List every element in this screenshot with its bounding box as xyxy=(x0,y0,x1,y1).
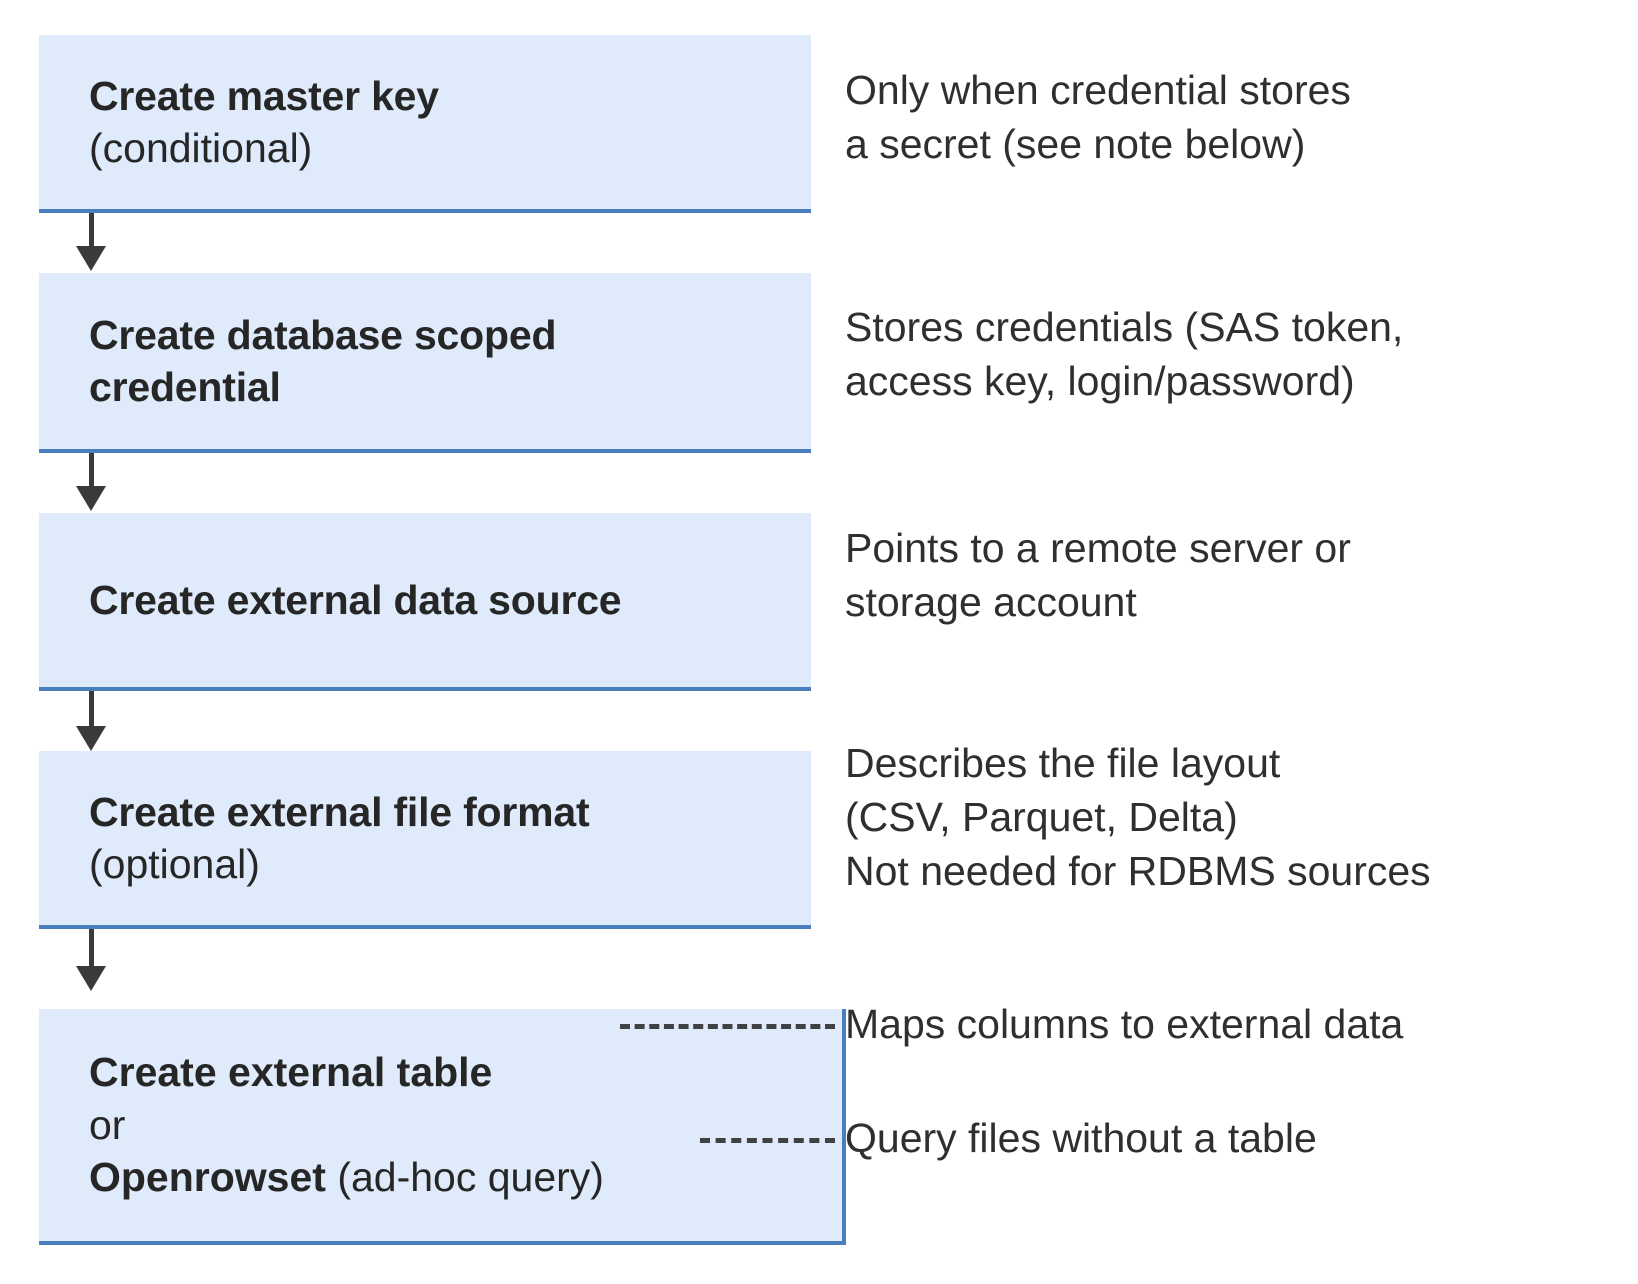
final-step-label-external-table: Create external table xyxy=(89,1049,493,1096)
arrow-head-icon xyxy=(76,486,106,511)
step-title: Create external file format xyxy=(89,788,590,835)
final-step-row-or: or xyxy=(89,1101,126,1148)
arrow-shaft xyxy=(89,929,94,967)
final-step-label-openrowset-note: (ad-hoc query) xyxy=(325,1154,604,1201)
arrow-shaft xyxy=(89,453,94,487)
step-box-create-external-file-format[interactable]: Create external file format (optional) xyxy=(39,751,811,929)
step-box-create-external-data-source[interactable]: Create external data source xyxy=(39,513,811,691)
step-subtitle: (conditional) xyxy=(89,125,313,171)
arrow-down-2 xyxy=(76,453,106,511)
final-step-label-openrowset: Openrowset xyxy=(89,1154,326,1201)
arrow-down-1 xyxy=(76,213,106,271)
final-step-annotation-external-table: Maps columns to external data xyxy=(845,1001,1404,1047)
step-annotation-create-master-key: Only when credential stores a secret (se… xyxy=(845,67,1351,168)
dashed-connector-openrowset xyxy=(700,1138,835,1143)
arrow-shaft xyxy=(89,213,94,247)
dashed-connector-external-table xyxy=(620,1024,835,1029)
arrow-down-4 xyxy=(76,929,106,993)
step-annotation-create-external-data-source: Points to a remote server or storage acc… xyxy=(845,525,1351,626)
final-step-annotation-openrowset: Query files without a table xyxy=(845,1115,1317,1161)
arrow-head-icon xyxy=(76,246,106,271)
step-title: Create master key xyxy=(89,72,439,119)
step-subtitle: (optional) xyxy=(89,841,260,887)
step-annotation-create-database-scoped-credential: Stores credentials (SAS token, access ke… xyxy=(845,304,1404,405)
step-box-create-database-scoped-credential[interactable]: Create database scoped credential xyxy=(39,273,811,453)
step-title: Create external data source xyxy=(89,576,622,623)
step-box-create-external-table-or-openrowset[interactable]: Create external table or Openrowset (ad-… xyxy=(39,1009,846,1245)
step-annotation-create-external-file-format: Describes the file layout (CSV, Parquet,… xyxy=(845,740,1431,895)
step-box-create-master-key[interactable]: Create master key (conditional) xyxy=(39,35,811,213)
step-title: Create database scoped credential xyxy=(89,311,557,410)
final-step-row-external-table: Create external table xyxy=(39,1046,842,1098)
arrow-head-icon xyxy=(76,966,106,991)
arrow-head-icon xyxy=(76,726,106,751)
final-step-row-openrowset: Openrowset (ad-hoc query) xyxy=(39,1151,842,1203)
arrow-down-3 xyxy=(76,691,106,753)
arrow-shaft xyxy=(89,691,94,727)
final-step-rows: Create external table or Openrowset (ad-… xyxy=(39,1009,842,1241)
